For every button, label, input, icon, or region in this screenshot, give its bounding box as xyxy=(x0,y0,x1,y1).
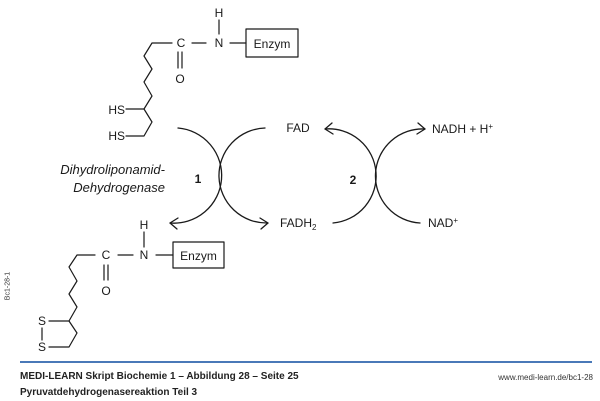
enzyme-name: Dihydroliponamid- Dehydrogenase xyxy=(60,162,165,195)
arrowhead-left-icon xyxy=(169,217,179,230)
thiol-label-upper: HS xyxy=(108,103,125,117)
nitrogen-atom: N xyxy=(140,248,149,262)
oxygen-atom: O xyxy=(175,72,184,86)
oxygen-atom: O xyxy=(101,284,110,298)
oxidized-lipoamide-structure: H C N O Enzym S S xyxy=(38,218,225,354)
sulfur-atom-lower: S xyxy=(38,340,46,354)
reduced-lipoamide-structure: H C N O Enzym HS HS xyxy=(108,6,299,143)
fad-label: FAD xyxy=(286,121,310,135)
sulfur-atom-upper: S xyxy=(38,314,46,328)
reaction-number-1: 1 xyxy=(195,172,202,186)
nitrogen-atom: N xyxy=(215,36,224,50)
fadh2-label: FADH2 xyxy=(280,216,317,232)
arrowhead-right-icon xyxy=(416,122,426,135)
nad-base: NAD xyxy=(428,216,454,230)
carbon-atom: C xyxy=(102,248,111,262)
hydrogen-atom: H xyxy=(140,218,149,232)
nadh-superscript: + xyxy=(488,122,493,131)
fadh2-subscript: 2 xyxy=(312,223,317,232)
enzyme-box xyxy=(245,28,299,58)
reaction-1: 1 xyxy=(169,127,269,230)
hydrogen-atom: H xyxy=(215,6,224,20)
figure-code: Bc1-28-1 xyxy=(5,272,12,301)
carbon-atom: C xyxy=(177,36,186,50)
footer: MEDI-LEARN Skript Biochemie 1 – Abbildun… xyxy=(20,361,594,398)
nad-label: NAD+ xyxy=(428,216,458,230)
nad-reduction-arc xyxy=(374,128,426,224)
footer-title: MEDI-LEARN Skript Biochemie 1 – Abbildun… xyxy=(20,371,299,382)
fadh2-base: FADH xyxy=(280,216,312,230)
enzyme-box xyxy=(172,241,225,269)
enzyme-name-line1: Dihydroliponamid- xyxy=(60,162,165,177)
fad-reduction-arc xyxy=(218,127,269,224)
thiol-label-lower: HS xyxy=(108,129,125,143)
nadh-label: NADH + H+ xyxy=(432,122,493,136)
reaction-2: 2 xyxy=(324,122,426,224)
enzyme-name-line2: Dehydrogenase xyxy=(73,180,165,195)
arrowhead-left-icon xyxy=(324,122,334,135)
arrowhead-right-icon xyxy=(259,217,269,230)
footer-url: www.medi-learn.de/bc1-28 xyxy=(497,373,593,382)
carbon-chain xyxy=(125,42,173,137)
enzyme-label: Enzym xyxy=(254,37,291,51)
footer-subtitle: Pyruvatdehydrogenasereaktion Teil 3 xyxy=(20,387,198,398)
lipoamide-oxidation-arc xyxy=(169,127,223,224)
nadh-base: NADH + H xyxy=(432,122,488,136)
carbon-chain xyxy=(48,254,96,348)
enzyme-label: Enzym xyxy=(180,249,217,263)
reaction-number-2: 2 xyxy=(350,173,357,187)
nad-superscript: + xyxy=(453,216,458,225)
